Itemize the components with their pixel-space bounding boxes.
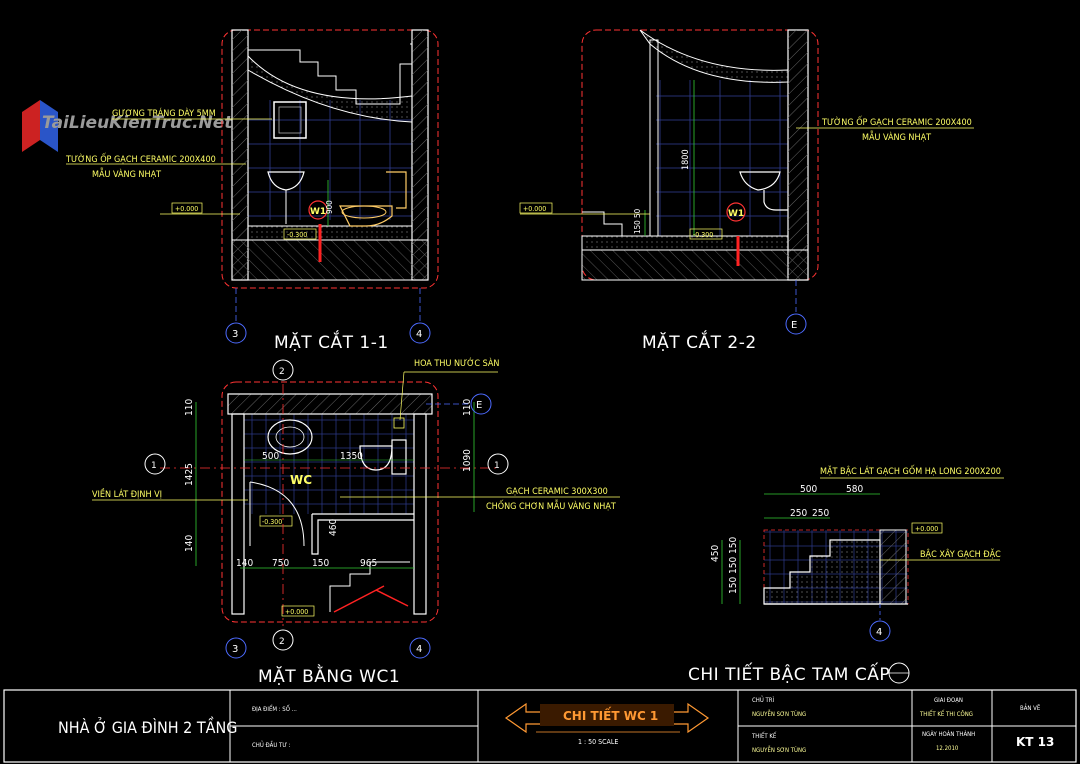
note-floor-tile: GẠCH CERAMIC 300X300 (506, 487, 608, 497)
grid-tag-4: 4 (876, 627, 882, 638)
section-title-plan: MẶT BẰNG WC1 (258, 663, 400, 687)
room-label-wc: WC (290, 473, 312, 487)
dim-140: 140 (184, 535, 195, 552)
section-marker-2: 2 (279, 637, 285, 647)
dim-150: 150 (728, 557, 739, 574)
plan-wc1 (160, 381, 500, 626)
level-mark: -0.300 (262, 518, 282, 526)
owner-label: CHỦ ĐẦU TƯ : (252, 741, 291, 749)
step-detail-annotations: MẶT BẬC LÁT GẠCH GỐM HẠ LONG 200X200 BẬC… (688, 464, 1004, 685)
section-1-1 (221, 29, 439, 289)
watermark-text: TaiLieuKienTruc.Net (42, 113, 233, 133)
grid-tag-4: 4 (416, 644, 422, 655)
grid-tag-e: E (791, 320, 797, 331)
note-step-face: MẶT BẬC LÁT GẠCH GỐM HẠ LONG 200X200 (820, 464, 1001, 477)
wall-tag-w1: W1 (728, 209, 744, 219)
section-title-1-1: MẶT CẮT 1-1 (274, 329, 389, 353)
grid-tag-3: 3 (232, 329, 238, 340)
level-mark: +0.000 (523, 205, 546, 213)
chair-label: CHỦ TRÌ (752, 696, 775, 704)
section-title-2-2: MẶT CẮT 2-2 (642, 329, 757, 353)
watermark-logo: TaiLieuKienTruc.Net (22, 100, 233, 152)
project-name: NHÀ Ở GIA ĐÌNH 2 TẦNG (58, 716, 237, 737)
address-label: ĐỊA ĐIỂM : SỐ ... (252, 705, 297, 713)
plan-wc1-annotations: HOA THU NƯỚC SÀN VIỀN LÁT ĐỊNH VỊ GẠCH C… (92, 357, 620, 687)
dim-250: 250 (812, 508, 829, 519)
dim-965: 965 (360, 558, 377, 569)
sheet-number: KT 13 (1016, 735, 1054, 749)
section-2-2 (581, 29, 819, 281)
step-detail (721, 493, 909, 605)
dim-150: 150 (728, 577, 739, 594)
level-mark: -0.300 (693, 231, 713, 239)
dim-1350: 1350 (340, 451, 363, 462)
dim-500: 500 (800, 484, 817, 495)
date-label: NGÀY HOÀN THÀNH (922, 731, 975, 738)
dim-580: 580 (846, 484, 863, 495)
dim-450: 450 (710, 545, 721, 562)
section-2-2-annotations: TƯỜNG ỐP GẠCH CERAMIC 200X400 MẪU VÀNG N… (519, 115, 974, 353)
phase-value: THIẾT KẾ THI CÔNG (919, 710, 973, 718)
section-marker-2: 2 (279, 367, 285, 377)
dim-50: 50 (633, 208, 642, 218)
section-1-1-annotations: GƯƠNG TRÁNG DÀY 5MM TƯỜNG ỐP GẠCH CERAMI… (65, 107, 431, 353)
wall-tag-w1: W1 (310, 207, 326, 217)
section-marker-1: 1 (494, 461, 500, 471)
note-wall-tile-2b: MẪU VÀNG NHẠT (862, 130, 931, 143)
level-mark: +0.000 (175, 205, 198, 213)
dim-500: 500 (262, 451, 279, 462)
level-mark: +0.000 (915, 525, 938, 533)
dim-150: 150 (312, 558, 329, 569)
phase-label: GIAI ĐOẠN (934, 697, 963, 704)
sheet-scale: 1 : 50 SCALE (578, 738, 618, 746)
dim-1800: 1800 (681, 149, 691, 170)
note-step-body: BẬC XÂY GẠCH ĐẶC (920, 548, 1001, 560)
title-block: NHÀ Ở GIA ĐÌNH 2 TẦNG ĐỊA ĐIỂM : SỐ ... … (3, 689, 1077, 763)
sheet-no-label: BẢN VẼ (1020, 704, 1041, 712)
dim-150: 150 (728, 537, 739, 554)
level-mark: +0.000 (285, 608, 308, 616)
section-title-steps: CHI TIẾT BẬC TAM CẤP (688, 661, 890, 685)
note-edge-stone: VIỀN LÁT ĐỊNH VỊ (92, 487, 162, 500)
chair-name: NGUYỄN SƠN TÙNG (752, 710, 806, 718)
dim-140: 140 (236, 558, 253, 569)
note-wall-tile-1b: MẪU VÀNG NHẠT (92, 167, 161, 180)
dim-110: 110 (462, 399, 473, 416)
dim-750: 750 (272, 558, 289, 569)
dim-460: 460 (328, 519, 339, 536)
sheet-title: CHI TIẾT WC 1 (563, 707, 658, 723)
grid-tag-e: E (476, 400, 482, 411)
dim-900: 900 (325, 200, 334, 214)
dim-150: 150 (633, 220, 642, 234)
note-wall-tile-2: TƯỜNG ỐP GẠCH CERAMIC 200X400 (821, 115, 972, 128)
dim-110: 110 (184, 399, 195, 416)
note-wall-tile-1: TƯỜNG ỐP GẠCH CERAMIC 200X400 (65, 152, 216, 165)
dim-250: 250 (790, 508, 807, 519)
level-mark: -0.300 (287, 231, 307, 239)
note-floor-tile-b: CHỐNG CHƠN MẪU VÀNG NHẠT (486, 499, 616, 512)
date-value: 12.2010 (936, 745, 959, 752)
section-marker-1: 1 (151, 461, 157, 471)
dim-1425: 1425 (184, 463, 195, 486)
designer-name: NGUYỄN SƠN TÙNG (752, 746, 806, 754)
grid-tag-3: 3 (232, 644, 238, 655)
dim-1090: 1090 (462, 449, 473, 472)
note-floor-drain: HOA THU NƯỚC SÀN (414, 357, 499, 369)
designer-label: THIẾT KẾ (751, 732, 777, 740)
note-mirror: GƯƠNG TRÁNG DÀY 5MM (112, 107, 216, 119)
grid-tag-4: 4 (416, 329, 422, 340)
